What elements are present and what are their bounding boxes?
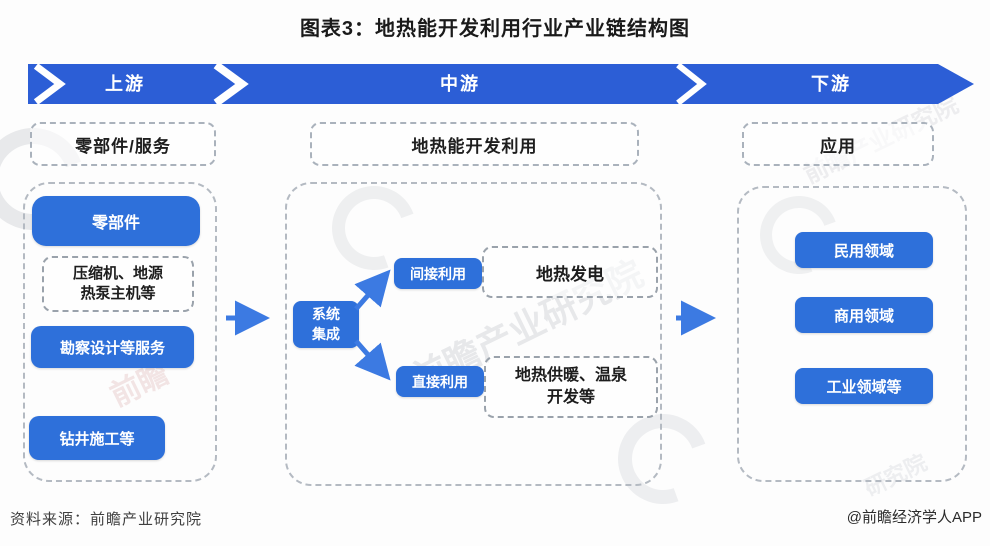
midstream-node-system-integration: 系统集成 [293,301,359,348]
node-label: 工业领域等 [826,378,902,396]
upstream-node-drilling: 钻井施工等 [29,416,165,460]
midstream-result-power-generation: 地热发电 [482,246,658,298]
stage-descriptor-label: 零部件/服务 [75,136,171,156]
upstream-container [23,182,217,482]
downstream-node-civil: 民用领域 [795,232,933,268]
downstream-container [737,186,967,482]
node-label: 勘察设计等服务 [59,339,165,357]
upstream-node-survey-design: 勘察设计等服务 [31,326,194,368]
node-label: 地热供暖、温泉开发等 [514,367,627,406]
node-label: 直接利用 [412,373,468,390]
upstream-node-compressor: 压缩机、地源热泵主机等 [42,256,194,312]
stage-label-upstream: 上游 [105,74,145,94]
stage-descriptor-label: 地热能开发利用 [411,136,538,156]
midstream-result-heating-hotspring: 地热供暖、温泉开发等 [484,356,658,418]
midstream-node-indirect-use: 间接利用 [394,258,482,289]
stage-descriptor-label: 应用 [820,136,856,156]
midstream-container [285,182,662,486]
node-label: 零部件 [91,215,140,232]
data-source-note: 资料来源：前瞻产业研究院 [10,511,203,528]
node-label: 间接利用 [410,265,466,282]
midstream-node-direct-use: 直接利用 [396,366,484,397]
node-label: 系统集成 [312,305,340,342]
stage-label-downstream: 下游 [811,74,851,94]
brand-credit: @前瞻经济学人APP [846,509,982,526]
stage-label-midstream: 中游 [440,74,480,94]
stage-descriptor-midstream: 地热能开发利用 [310,122,639,166]
node-label: 商用领域 [833,307,894,325]
node-label: 民用领域 [833,242,894,260]
node-label: 压缩机、地源热泵主机等 [72,264,163,302]
stage-ribbon [28,62,974,106]
downstream-node-industrial: 工业领域等 [795,368,933,404]
downstream-node-commercial: 商用领域 [795,297,933,333]
stage-descriptor-upstream: 零部件/服务 [30,122,216,166]
stage-descriptor-downstream: 应用 [742,122,934,166]
node-label: 钻井施工等 [59,430,135,448]
chart-title: 图表3：地热能开发利用行业产业链结构图 [299,18,691,40]
node-label: 地热发电 [536,264,604,284]
upstream-node-components: 零部件 [32,196,200,246]
